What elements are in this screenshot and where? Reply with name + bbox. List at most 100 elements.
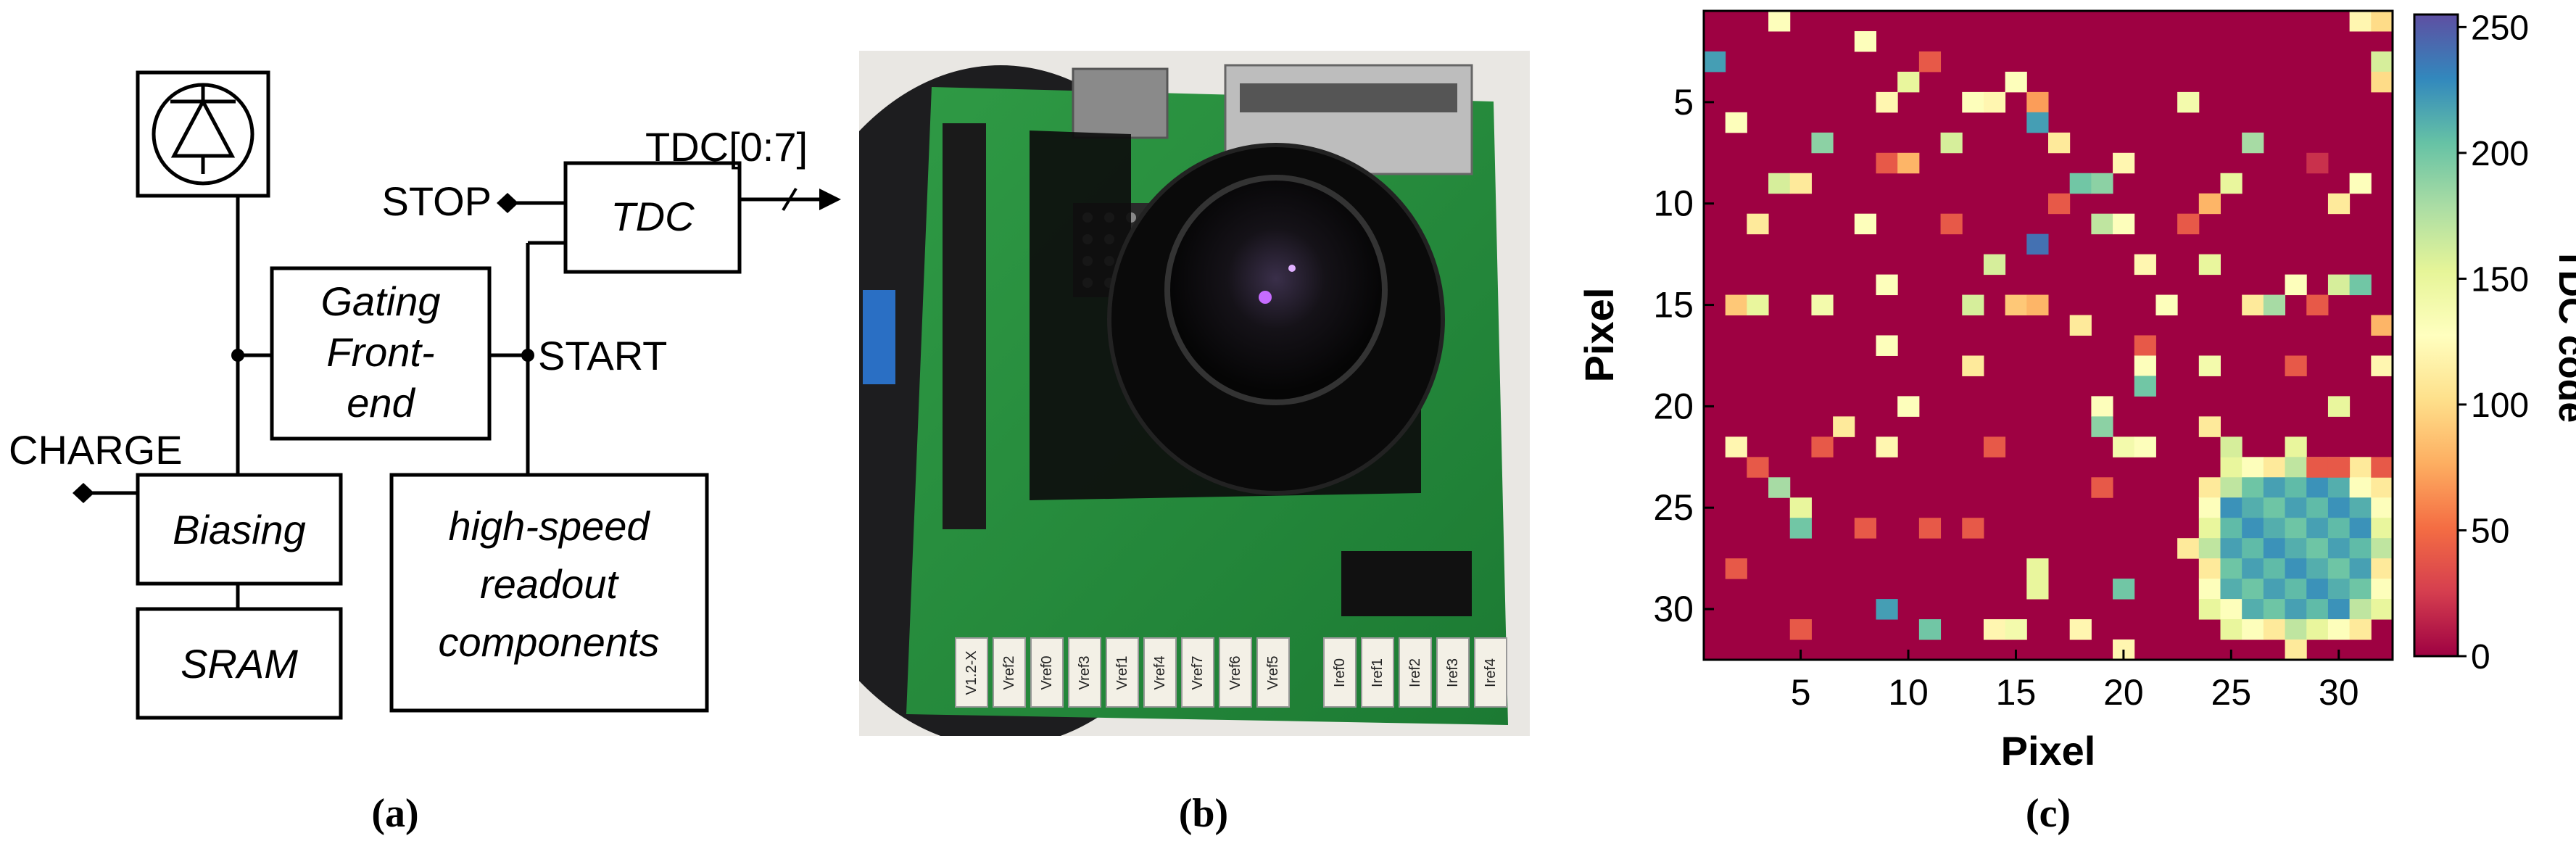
charge-port-diamond	[73, 483, 94, 503]
heatmap-cell	[2285, 436, 2307, 457]
heatmap-cell	[1768, 173, 1791, 194]
x-tick-label: 30	[2319, 672, 2359, 713]
y-tick-label: 25	[1653, 487, 1694, 528]
heatmap-cell	[2349, 538, 2372, 559]
colorbar	[2413, 13, 2459, 658]
x-tick-label: 15	[1996, 672, 2037, 713]
heatmap-cell	[1833, 416, 1855, 437]
heatmap-cell	[2327, 599, 2351, 620]
heatmap-cell	[2306, 477, 2329, 498]
heatmap-cell	[2371, 518, 2393, 539]
x-tick-label: 5	[1791, 672, 1811, 713]
connector-label: V1.2-X	[955, 637, 988, 708]
heatmap-cell	[2220, 436, 2242, 457]
heatmap-cell	[1940, 213, 1963, 235]
heatmap-cell	[2177, 91, 2200, 113]
connector-label-text: Vref5	[1265, 655, 1281, 689]
heatmap-cell	[2306, 457, 2329, 478]
heatmap-cell	[2349, 619, 2372, 640]
sram-label: SRAM	[181, 641, 298, 687]
heatmap-cell	[2349, 173, 2372, 194]
tdc-box	[563, 161, 742, 274]
heatmap-cell	[1962, 355, 1984, 376]
heatmap-frame	[1702, 9, 2394, 661]
heatmap-cell	[2113, 436, 2135, 457]
heatmap-cell	[2306, 152, 2329, 174]
heatmap-cell	[2371, 71, 2393, 93]
heatmap-cell	[2327, 497, 2351, 518]
heatmap-cell	[1876, 436, 1898, 457]
connector-label: Vref5	[1256, 637, 1290, 708]
heatmap-cell	[2220, 497, 2242, 518]
heatmap-cell	[1725, 436, 1747, 457]
heatmap-cell	[2242, 518, 2264, 539]
heatmap-cell	[2134, 355, 2156, 376]
heatmap-cell	[2371, 51, 2393, 73]
caption-c: (c)	[2026, 791, 2071, 836]
heatmap-cell	[2371, 11, 2393, 32]
tdc-bus-label: TDC[0:7]	[645, 124, 808, 170]
lens-reflection	[1288, 265, 1296, 272]
heatmap-cell	[2134, 335, 2156, 356]
y-tick-label: 20	[1653, 386, 1694, 426]
connector-label: Vref2	[993, 637, 1026, 708]
colorbar-tick-label: 0	[2471, 638, 2490, 676]
heatmap-cell	[2349, 274, 2372, 296]
heatmap-cell	[1747, 213, 1769, 235]
heatmap-cell	[2242, 294, 2264, 316]
heatmap-cell	[2198, 193, 2221, 215]
heatmap-cell	[2285, 538, 2307, 559]
heatmap-cell	[2371, 355, 2393, 376]
heatmap-cell	[2198, 254, 2221, 276]
heatmap-cell	[2026, 233, 2049, 255]
heatmap-cell	[2198, 558, 2221, 579]
heatmap-cell	[2349, 497, 2372, 518]
colorbar-tick-label: 250	[2471, 9, 2529, 47]
heatmap-cell	[1768, 11, 1791, 32]
heatmap-cell	[2306, 497, 2329, 518]
heatmap-cell	[2327, 518, 2351, 539]
heatmap-cell	[2198, 497, 2221, 518]
connector-label: Vref3	[1068, 637, 1101, 708]
heatmap-cell	[2371, 497, 2393, 518]
connector-label-text: Vref4	[1152, 655, 1168, 689]
heatmap-cell	[2285, 274, 2307, 296]
heatmap-cell	[2134, 436, 2156, 457]
heatmap-cell	[2198, 477, 2221, 498]
heatmap-cell	[1725, 558, 1747, 579]
heatmap-cell	[1962, 294, 1984, 316]
heatmap-cell	[1897, 396, 1920, 417]
heatmap-cell	[2371, 457, 2393, 478]
heatmap-cell	[1811, 132, 1834, 154]
connector-label-text: Vref6	[1227, 655, 1243, 689]
pin-header-left	[943, 123, 986, 529]
readout-components-box	[389, 473, 709, 713]
charge-label: CHARGE	[9, 427, 183, 473]
connector-label: Vref7	[1181, 637, 1214, 708]
heatmap-cell	[2026, 579, 2049, 600]
connector-label-text: Iref0	[1332, 658, 1348, 687]
colorbar-tick-label: 50	[2471, 512, 2509, 550]
pin-header-bottom	[1341, 551, 1472, 616]
heatmap-cell	[2242, 538, 2264, 559]
heatmap-cell	[2349, 599, 2372, 620]
connector-label: Iref2	[1399, 637, 1432, 708]
heatmap-cell	[2005, 294, 2027, 316]
heatmap-cell	[2263, 599, 2286, 620]
readout-label-line3: components	[438, 619, 659, 665]
heatmap-cell	[1983, 619, 2006, 640]
sram-box	[136, 607, 343, 720]
heatmap-cells	[1704, 11, 2393, 660]
heatmap-cell	[2198, 355, 2221, 376]
heatmap-cell	[2285, 497, 2307, 518]
gating-label-line1: Gating	[321, 278, 441, 324]
gating-label-line2: Front-	[326, 329, 434, 375]
heatmap-cell	[2306, 294, 2329, 316]
heatmap-cell	[2220, 599, 2242, 620]
heatmap-cell	[1789, 497, 1812, 518]
heatmap-cell	[2113, 579, 2135, 600]
